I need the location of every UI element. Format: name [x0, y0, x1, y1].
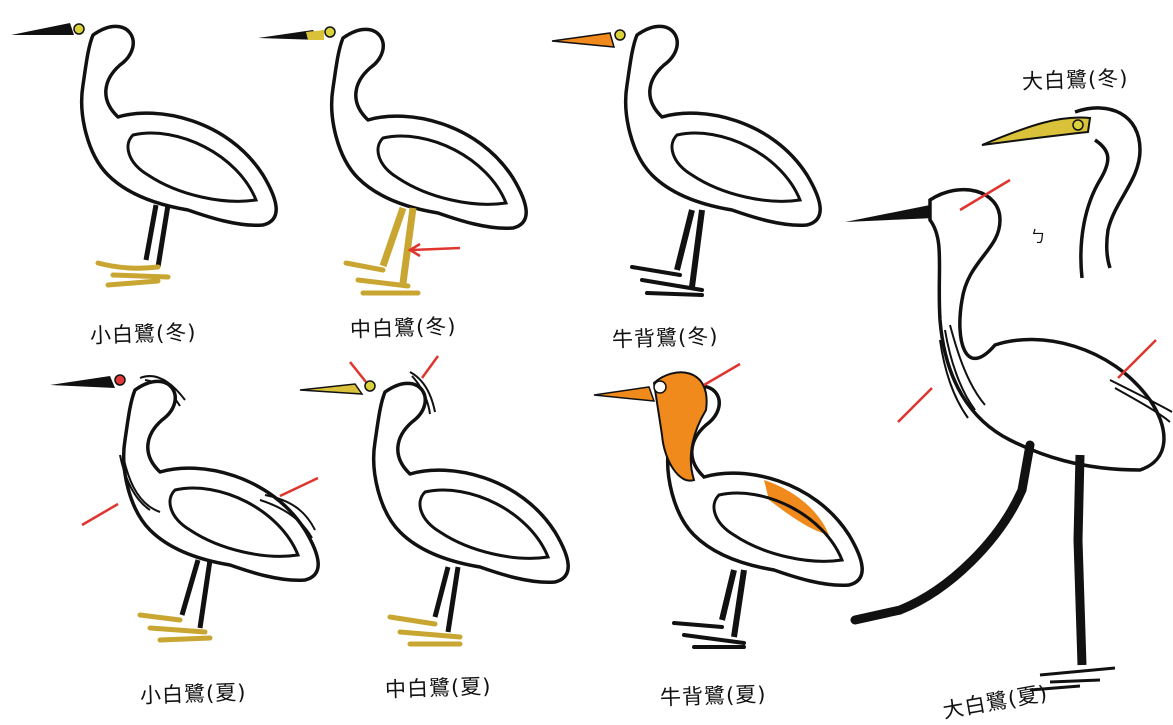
label-intermediate-egret-winter: 中白鷺(冬) — [349, 314, 457, 342]
label-great-egret-winter: 大白鷺(冬) — [1021, 66, 1129, 94]
little-egret-winter-figure — [11, 23, 278, 288]
arrow-little-egret-back — [279, 476, 319, 498]
arrow-great-egret-chest — [897, 387, 933, 423]
arrow-great-egret-back — [1117, 339, 1157, 379]
great-egret-winter-figure: ㄅ — [981, 106, 1142, 279]
label-cattle-egret-winter: 牛背鷺(冬) — [611, 324, 719, 352]
label-little-egret-summer: 小白鷺(夏) — [139, 680, 247, 708]
label-little-egret-winter: 小白鷺(冬) — [89, 320, 197, 348]
arrow-intermediate-leg — [411, 246, 461, 252]
arrow-cattle-egret-head — [703, 362, 741, 387]
arrow-intermediate-plume — [420, 355, 440, 379]
little-egret-summer-figure — [50, 374, 320, 643]
intermediate-egret-winter-figure — [258, 26, 528, 296]
svg-text:ㄅ: ㄅ — [1030, 227, 1046, 246]
label-cattle-egret-summer: 牛背鷺(夏) — [659, 682, 767, 710]
cattle-egret-winter-figure — [551, 24, 822, 297]
intermediate-egret-summer-figure — [299, 371, 570, 647]
arrow-great-egret-eye — [959, 178, 1011, 212]
cattle-egret-summer-figure — [593, 371, 864, 649]
great-egret-summer-figure — [845, 187, 1173, 692]
arrow-intermediate-face — [349, 361, 367, 383]
arrow-little-egret-chest — [81, 502, 119, 527]
label-intermediate-egret-summer: 中白鷺(夏) — [384, 674, 492, 702]
